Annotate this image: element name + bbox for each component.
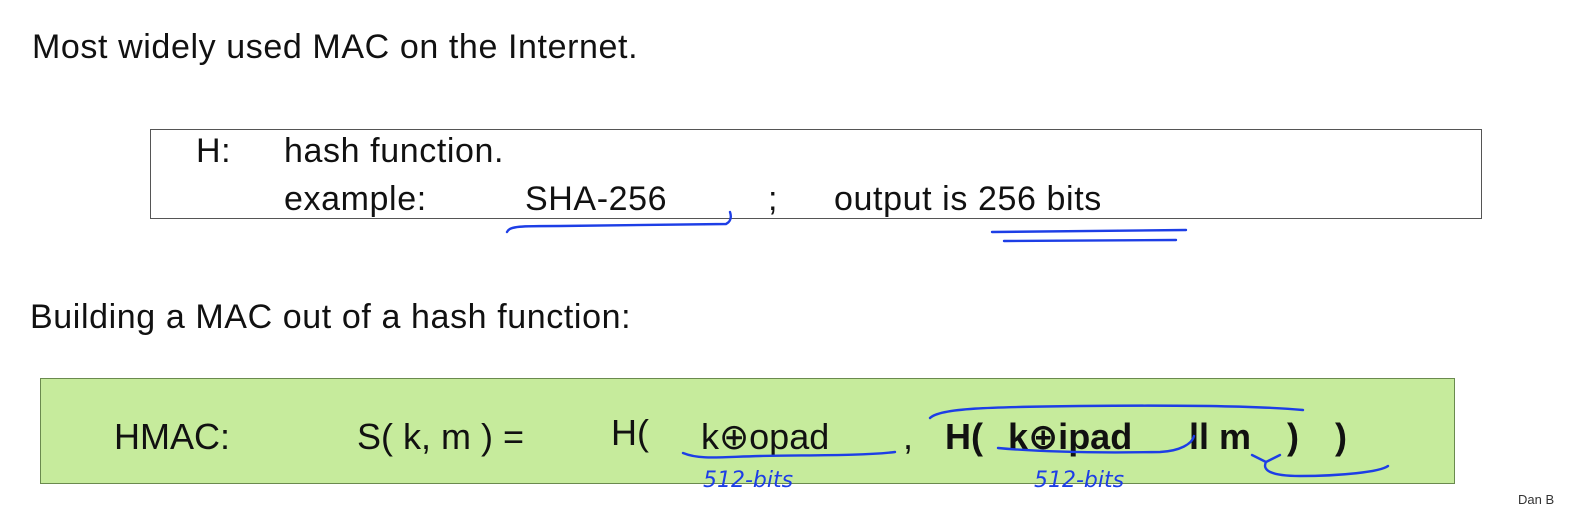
hmac-formula-box: HMAC: S( k, m ) = H( k⊕opad , H( k⊕ipad … <box>40 378 1455 484</box>
h-label: H: <box>196 132 232 170</box>
heading-building-mac: Building a MAC out of a hash function: <box>30 298 632 336</box>
hash-definition-box: H: hash function. example: SHA-256 ; out… <box>150 129 1482 219</box>
comma: , <box>903 416 914 457</box>
hmac-label: HMAC: <box>114 416 230 457</box>
outer-h-open: H( <box>611 412 649 453</box>
outer-key-opad: k⊕opad <box>701 416 830 457</box>
h-description: hash function. <box>284 132 505 170</box>
example-value: SHA-256 <box>525 180 668 218</box>
inner-key-ipad: k⊕ipad <box>1008 416 1133 457</box>
hmac-lhs: S( k, m ) = <box>357 416 525 457</box>
example-label: example: <box>284 180 427 218</box>
double-underline-256-bits-2 <box>1002 238 1178 243</box>
concat-message: ll m <box>1189 416 1252 457</box>
double-underline-256-bits-1 <box>990 228 1188 234</box>
inner-h-open: H( <box>945 416 983 457</box>
heading-most-widely-used-mac: Most widely used MAC on the Internet. <box>32 28 639 66</box>
outer-close-paren: ) <box>1335 416 1347 457</box>
inner-close-paren: ) <box>1287 416 1299 457</box>
footer-author-name: Dan B <box>1518 492 1555 507</box>
separator: ; <box>768 180 779 218</box>
output-size-text: output is 256 bits <box>834 180 1102 218</box>
